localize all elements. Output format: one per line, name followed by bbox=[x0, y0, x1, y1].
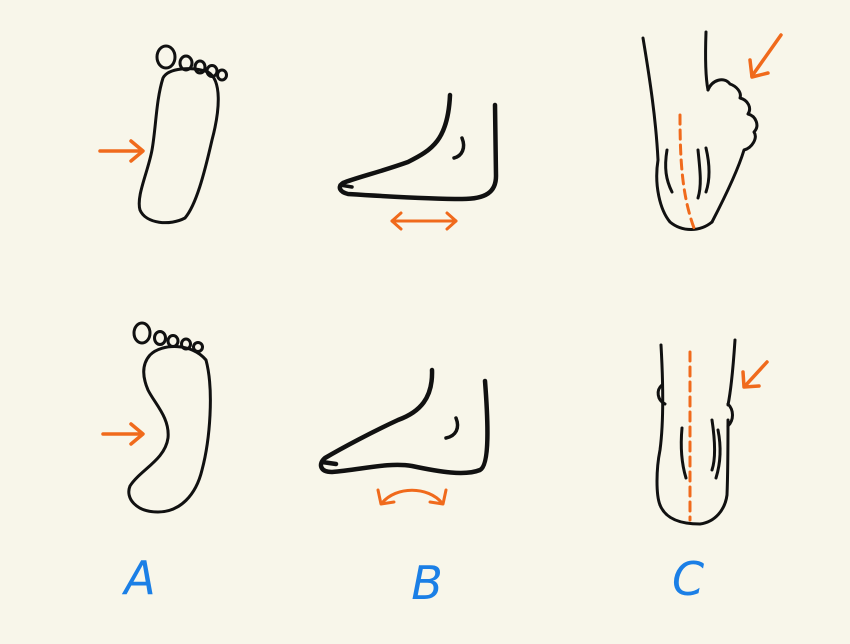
alignment-line-dashed bbox=[678, 113, 696, 230]
toe-big bbox=[155, 44, 177, 70]
heel-outline bbox=[658, 418, 730, 526]
double-arrow-icon bbox=[390, 211, 458, 231]
leg-right-edge bbox=[704, 30, 710, 92]
leg-left-edge bbox=[641, 36, 714, 231]
toe-big bbox=[132, 321, 152, 345]
toe-5 bbox=[216, 68, 228, 82]
tendon-1 bbox=[679, 426, 688, 480]
footprint-sole-outline bbox=[127, 345, 212, 514]
side-foot-arched-icon bbox=[318, 367, 490, 476]
tendon-2 bbox=[710, 418, 717, 472]
curved-double-arrow-icon bbox=[376, 488, 448, 506]
rear-foot-flat-icon bbox=[641, 30, 759, 231]
arrow-right-icon bbox=[101, 422, 145, 446]
toe-4 bbox=[205, 64, 219, 78]
footprint-top-a bbox=[137, 44, 228, 225]
diagonal-arrow-icon bbox=[741, 360, 769, 389]
toe-2 bbox=[153, 330, 167, 346]
toe-4 bbox=[180, 337, 192, 351]
toe-2 bbox=[178, 54, 194, 72]
footprint-sole-outline bbox=[137, 67, 220, 225]
toe-3 bbox=[193, 59, 207, 75]
column-label-a: A bbox=[124, 551, 156, 605]
tendon-2 bbox=[696, 148, 702, 200]
ankle-bump-left bbox=[656, 383, 667, 406]
tendon-3 bbox=[714, 428, 722, 480]
ankle-bump-right bbox=[726, 402, 734, 428]
toe-3 bbox=[166, 334, 180, 348]
rear-foot-normal-icon bbox=[655, 338, 737, 526]
footprint-bottom-a bbox=[127, 321, 212, 514]
tendon-1 bbox=[664, 148, 674, 194]
leg-right-edge bbox=[726, 338, 737, 407]
leg-left-edge bbox=[655, 343, 665, 507]
column-label-b: B bbox=[411, 556, 443, 610]
tendon-3 bbox=[704, 146, 711, 194]
arrow-right-icon bbox=[98, 139, 145, 163]
diagonal-arrow-icon bbox=[748, 33, 783, 79]
column-label-c: C bbox=[671, 552, 705, 606]
side-foot-flat-icon bbox=[337, 92, 499, 202]
toe-5 bbox=[192, 341, 204, 353]
toes-outline bbox=[706, 78, 759, 224]
